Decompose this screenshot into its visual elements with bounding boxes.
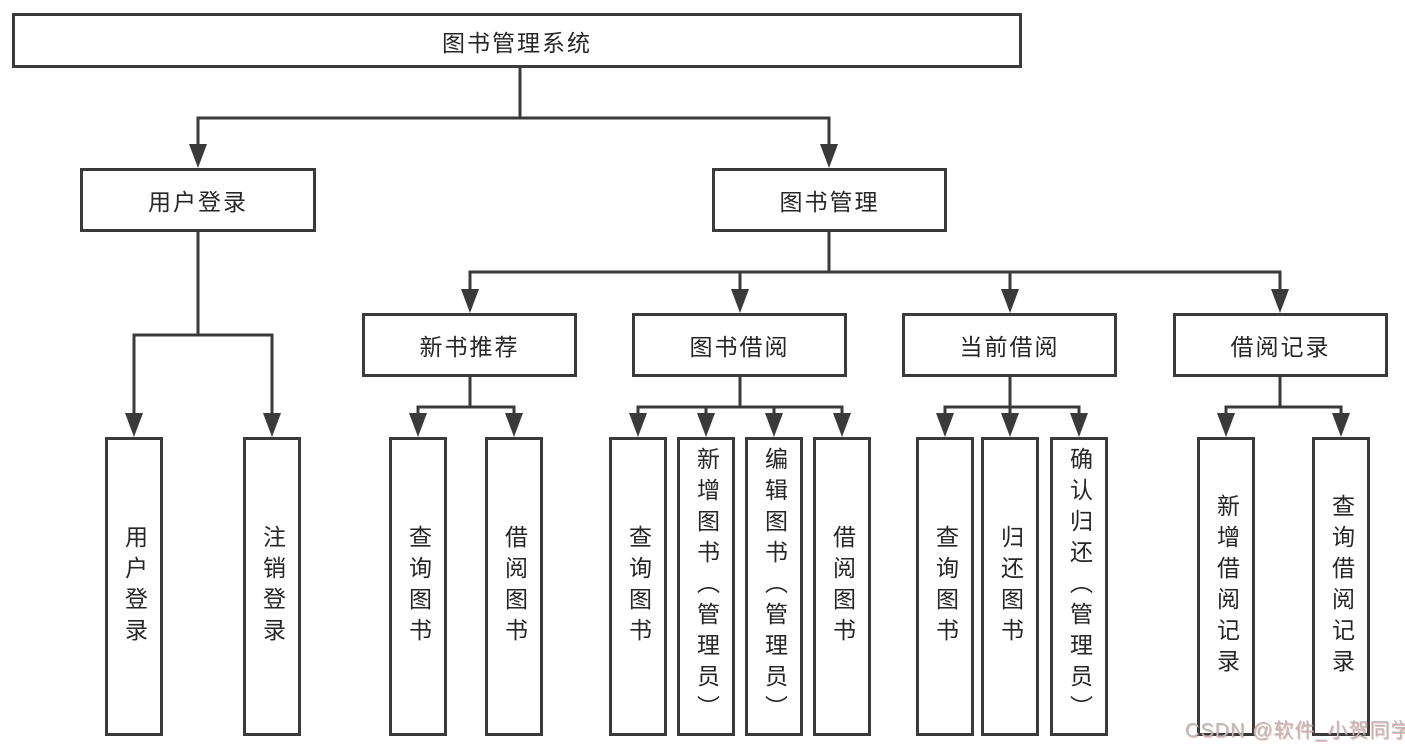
leaf-borrow-books-recommend: 借阅图书 — [485, 437, 543, 736]
leaf-add-book-admin: 新增图书（管理员） — [677, 437, 735, 736]
node-borrow-records-label: 借阅记录 — [1230, 334, 1331, 360]
leaf-confirm-return-admin-label: 确认归还（管理员） — [1066, 447, 1093, 726]
leaf-search-borrow-record-label: 查询借阅记录 — [1328, 493, 1355, 680]
leaf-search-books-borrow-label: 查询图书 — [625, 524, 652, 649]
node-borrow-records: 借阅记录 — [1173, 313, 1388, 377]
leaf-add-borrow-record-label: 新增借阅记录 — [1213, 493, 1240, 680]
node-book-management-label: 图书管理 — [779, 189, 880, 215]
node-root-label: 图书管理系统 — [442, 29, 592, 56]
leaf-add-book-admin-label: 新增图书（管理员） — [693, 447, 720, 726]
leaf-edit-book-admin: 编辑图书（管理员） — [745, 437, 803, 736]
leaf-borrow-books-recommend-label: 借阅图书 — [501, 524, 528, 649]
node-user-login: 用户登录 — [80, 168, 316, 232]
leaf-user-login: 用户登录 — [105, 437, 163, 736]
leaf-search-books-recommend-label: 查询图书 — [405, 524, 432, 649]
node-new-book-recommend-label: 新书推荐 — [419, 334, 520, 360]
leaf-search-borrow-record: 查询借阅记录 — [1312, 437, 1370, 736]
leaf-logout: 注销登录 — [243, 437, 301, 736]
node-user-login-label: 用户登录 — [148, 189, 248, 215]
node-book-borrow-label: 图书借阅 — [689, 334, 790, 360]
node-root: 图书管理系统 — [12, 13, 1022, 68]
node-new-book-recommend: 新书推荐 — [362, 313, 577, 377]
leaf-search-books-current-label: 查询图书 — [932, 524, 959, 649]
leaf-borrow-books: 借阅图书 — [813, 437, 871, 736]
leaf-user-login-label: 用户登录 — [121, 524, 148, 649]
leaf-borrow-books-label: 借阅图书 — [829, 524, 856, 649]
leaf-return-book-label: 归还图书 — [997, 524, 1024, 649]
leaf-confirm-return-admin: 确认归还（管理员） — [1050, 437, 1108, 736]
node-current-borrow: 当前借阅 — [902, 313, 1117, 377]
leaf-add-borrow-record: 新增借阅记录 — [1197, 437, 1255, 736]
watermark: CSDN @软件_小贺同学 — [1185, 720, 1405, 742]
leaf-edit-book-admin-label: 编辑图书（管理员） — [761, 447, 788, 726]
node-current-borrow-label: 当前借阅 — [959, 334, 1060, 360]
node-book-management: 图书管理 — [712, 168, 947, 232]
node-book-borrow: 图书借阅 — [632, 313, 847, 377]
leaf-return-book: 归还图书 — [981, 437, 1039, 736]
leaf-search-books-borrow: 查询图书 — [609, 437, 667, 736]
leaf-logout-label: 注销登录 — [259, 524, 286, 649]
leaf-search-books-current: 查询图书 — [916, 437, 974, 736]
leaf-search-books-recommend: 查询图书 — [389, 437, 447, 736]
